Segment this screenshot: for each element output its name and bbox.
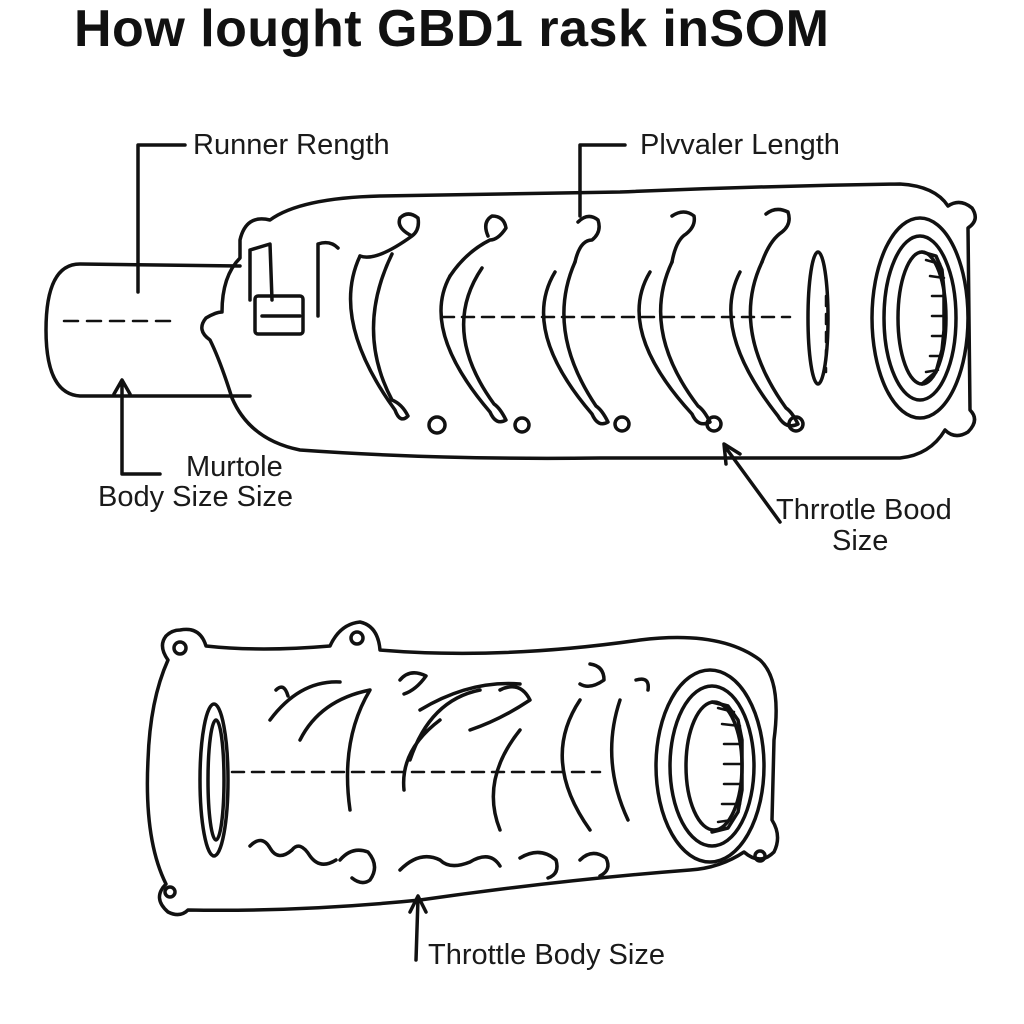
- throttle-bood-leader: [722, 442, 782, 524]
- lower-manifold: [145, 620, 780, 962]
- throttle-body-size-leader: [408, 894, 428, 962]
- plenum-length-label: Plvvaler Length: [640, 129, 840, 161]
- upper-body-outline: [200, 182, 977, 461]
- page-title: How lought GBD1 rask inSOM: [74, 0, 830, 58]
- plenum-length-leader: [578, 143, 627, 218]
- runner-curves: [348, 207, 805, 435]
- upper-throttle-opening: [870, 216, 970, 420]
- sensor-bracket: [248, 240, 340, 336]
- runner-length-label: Runner Rength: [193, 129, 390, 161]
- upper-manifold: [44, 143, 977, 524]
- upper-oval-port: [806, 250, 830, 386]
- murtole-label-line2: Body Size Size: [98, 481, 294, 513]
- murtole-leader: [112, 378, 162, 476]
- murtole-label-line1: Murtole: [186, 451, 283, 483]
- lower-runner-curves: [248, 662, 650, 885]
- throttle-bood-label-line1: Thrrotle Bood: [776, 494, 952, 526]
- lower-throttle-opening: [654, 668, 766, 864]
- inlet-pipe: [44, 262, 252, 398]
- lower-oval-port: [198, 702, 230, 858]
- runner-length-leader: [136, 143, 187, 294]
- throttle-bood-label-line2: Size: [832, 525, 889, 557]
- throttle-body-size-label: Throttle Body Size: [428, 939, 665, 971]
- lower-body-outline: [145, 620, 780, 917]
